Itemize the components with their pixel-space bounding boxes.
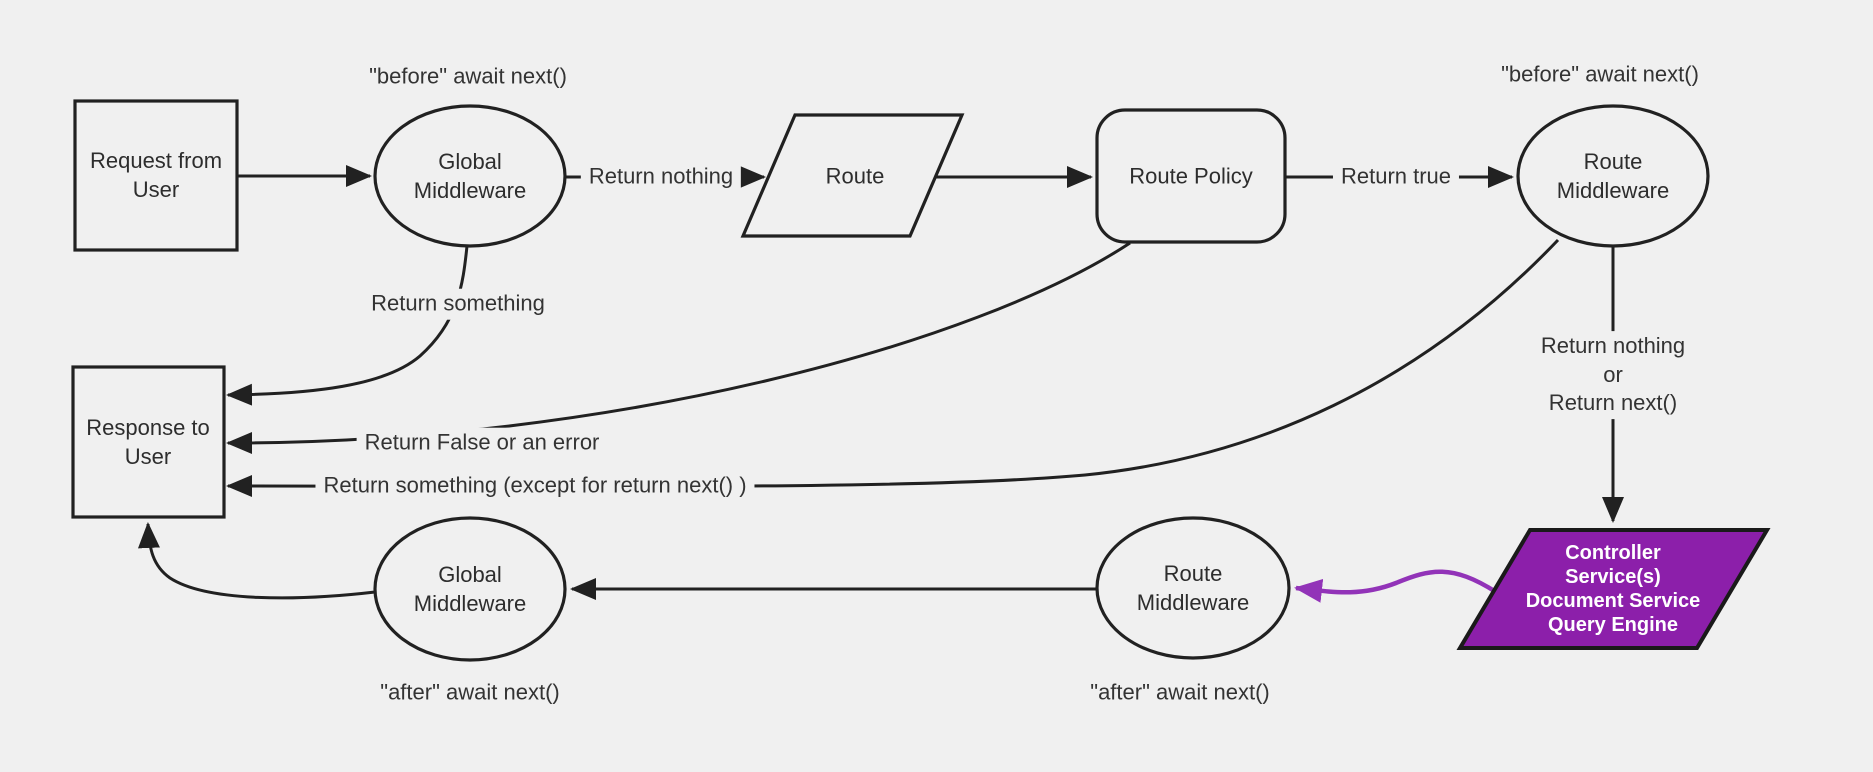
edge-label-return-nothing-or-next: Return nothing or Return next() <box>1532 331 1694 419</box>
route-middleware-top-node-label: Route Middleware <box>1556 148 1670 203</box>
edge-label-return-true: Return true <box>1332 161 1460 193</box>
route-policy-node-shape <box>1095 108 1287 244</box>
global-middleware-bottom-node-shape <box>373 516 567 662</box>
edge-controller-to-route-middleware-purple <box>1294 569 1498 603</box>
edge-global-middleware-to-response <box>137 522 376 600</box>
global-middleware-top-node-shape <box>373 104 567 248</box>
route-middleware-bottom-node-shape <box>1095 516 1291 660</box>
route-node-label: Route <box>825 163 885 189</box>
request-node-shape <box>73 99 239 252</box>
edge-label-return-something: Return something <box>363 288 553 320</box>
global-middleware-bottom-node-label: Global Middleware <box>413 561 527 616</box>
annotation-after-await-right: "after" await next() <box>1082 677 1278 709</box>
controller-node-label: Controller Service(s) Document Service Q… <box>1525 542 1701 636</box>
request-node-label: Request from User <box>89 147 223 202</box>
response-node-shape <box>71 365 226 519</box>
annotation-after-await-left: "after" await next() <box>372 677 568 709</box>
edge-route-policy-return-false-to-response <box>226 241 1131 454</box>
annotation-before-await-right: "before" await next() <box>1493 59 1707 91</box>
route-node-shape <box>740 113 965 238</box>
edge-label-return-nothing: Return nothing <box>580 161 742 193</box>
route-middleware-bottom-node-label: Route Middleware <box>1136 560 1250 615</box>
edge-label-return-something-except: Return something (except for return next… <box>315 470 755 502</box>
route-middleware-top-node-shape <box>1516 104 1710 248</box>
edge-global-middleware-return-something-to-response <box>226 245 469 406</box>
route-policy-node-label: Route Policy <box>1129 163 1253 189</box>
annotation-before-await-left: "before" await next() <box>361 61 575 93</box>
controller-node-shape <box>1456 528 1771 650</box>
global-middleware-top-node-label: Global Middleware <box>413 148 527 203</box>
edge-label-return-false-or-error: Return False or an error <box>356 427 608 459</box>
response-node-label: Response to User <box>86 414 210 469</box>
